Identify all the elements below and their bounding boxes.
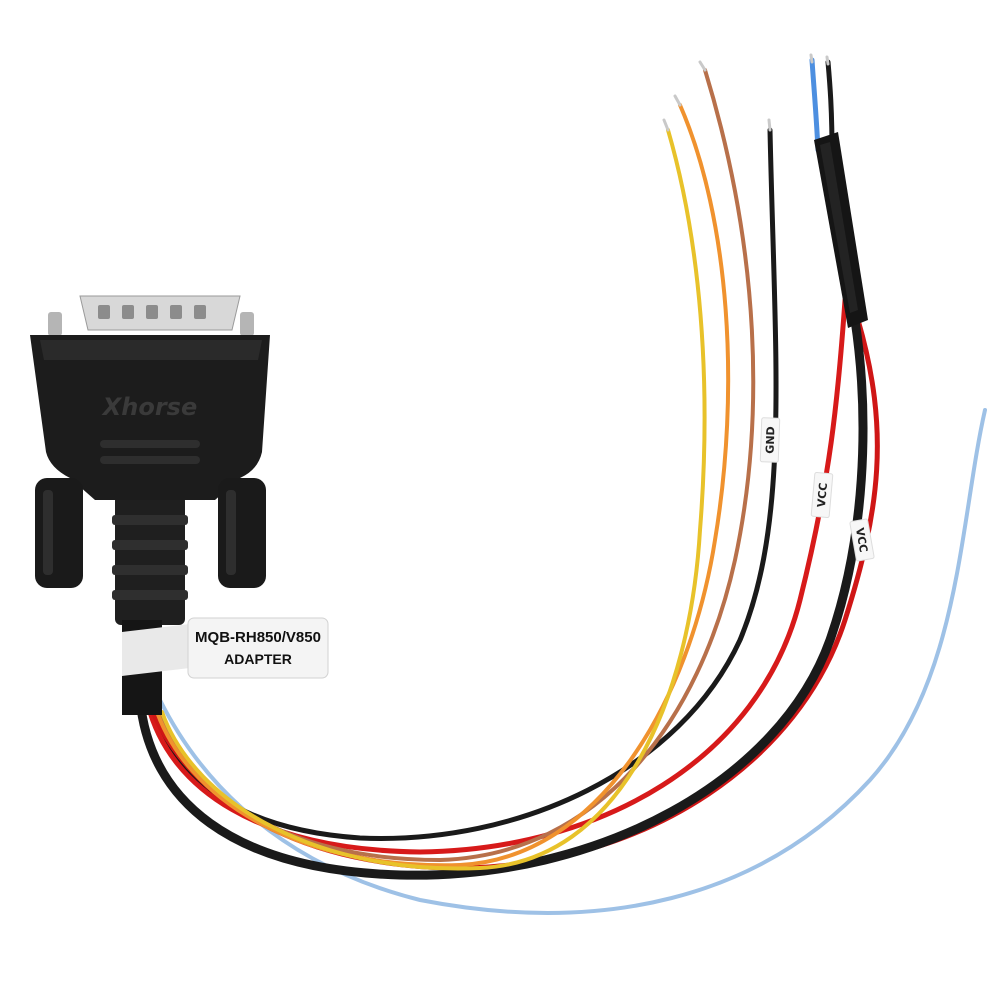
blue-top-wire [809,57,821,153]
left-screw [48,312,62,336]
yellow-wire [160,128,707,871]
black-wire-tip [767,118,772,132]
left-thumb-screw [35,478,83,588]
black-main-wire [135,315,868,880]
vcc-label-text: VCC [815,482,830,508]
connector-housing [30,335,270,500]
connector-pins [98,305,206,319]
heat-shrink-module [814,132,868,328]
metal-shell [79,295,241,331]
label-line-2: ADAPTER [224,651,292,667]
gnd-wire-label: GND [759,417,781,463]
gnd-label-text: GND [764,426,778,454]
right-screw [240,312,254,336]
db15-connector: Xhorse [30,295,270,715]
adapter-label-tag: MQB-RH850/V850 ADAPTER [122,617,329,679]
label-line-1: MQB-RH850/V850 [195,629,321,646]
wire-bundle [135,53,987,915]
vcc-right-wire-label: VCC [849,518,875,562]
black-top-wire-tip [825,55,830,66]
orange-wire [153,103,731,868]
red-vcc-wire [145,297,848,855]
strain-relief [115,495,185,625]
orange-wire-tip [673,94,682,107]
right-thumb-screw [218,478,266,588]
blue-top-wire-tip [809,53,814,64]
brown-wire-tip [698,60,707,72]
vcc-right-label-text: VCC [853,527,870,554]
yellow-wire-tip [662,118,670,132]
vcc-wire-label: VCC [810,471,834,519]
brand-logo: Xhorse [101,393,197,421]
